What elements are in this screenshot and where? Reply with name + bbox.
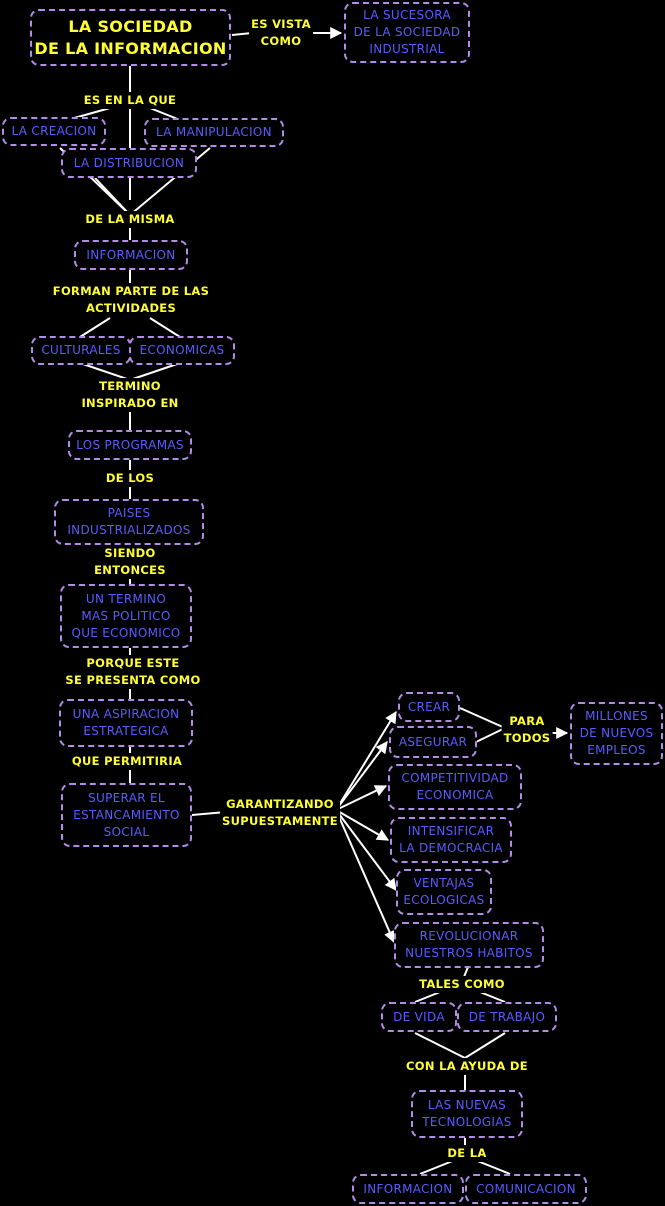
concept-termino[interactable]: UN TERMINO MAS POLITICO QUE ECONOMICO: [60, 584, 192, 648]
concept-comunicacion[interactable]: COMUNICACION: [465, 1174, 587, 1204]
concept-asegurar[interactable]: ASEGURAR: [389, 726, 477, 758]
link-garantizando: GARANTIZANDO SUPUESTAMENTE: [220, 796, 340, 830]
concept-crear[interactable]: CREAR: [398, 692, 460, 722]
concept-de-trabajo[interactable]: DE TRABAJO: [457, 1002, 557, 1032]
link-de-la-misma: DE LA MISMA: [83, 211, 177, 228]
concept-distribucion[interactable]: LA DISTRIBUCION: [61, 148, 197, 178]
concept-de-vida[interactable]: DE VIDA: [381, 1002, 457, 1032]
concept-programas[interactable]: LOS PROGRAMAS: [68, 430, 192, 460]
link-termino-inspirado: TERMINO INSPIRADO EN: [79, 378, 181, 412]
link-forman-parte: FORMAN PARTE DE LAS ACTIVIDADES: [50, 283, 212, 317]
concept-culturales[interactable]: CULTURALES: [31, 336, 131, 365]
concept-informacion[interactable]: INFORMACION: [74, 240, 188, 270]
concept-competitividad[interactable]: COMPETITIVIDAD ECONOMICA: [388, 764, 522, 810]
concept-creacion[interactable]: LA CREACION: [2, 117, 106, 146]
concept-informacion-2[interactable]: INFORMACION: [352, 1174, 464, 1204]
link-siendo-entonces: SIENDO ENTONCES: [92, 545, 168, 579]
link-de-la: DE LA: [445, 1145, 489, 1162]
concept-tecnologias[interactable]: LAS NUEVAS TECNOLOGIAS: [411, 1090, 523, 1138]
link-es-vista-como: ES VISTA COMO: [249, 16, 313, 50]
link-es-en-la-que: ES EN LA QUE: [81, 92, 179, 109]
concept-manipulacion[interactable]: LA MANIPULACION: [144, 118, 284, 147]
concept-superar[interactable]: SUPERAR EL ESTANCAMIENTO SOCIAL: [61, 783, 192, 847]
concept-economicas[interactable]: ECONOMICAS: [129, 336, 235, 365]
concept-paises[interactable]: PAISES INDUSTRIALIZADOS: [54, 499, 204, 545]
concept-sucesora[interactable]: LA SUCESORA DE LA SOCIEDAD INDUSTRIAL: [344, 2, 470, 63]
concept-sociedad-informacion[interactable]: LA SOCIEDAD DE LA INFORMACION: [30, 9, 231, 66]
concept-aspiracion[interactable]: UNA ASPIRACION ESTRATEGICA: [59, 699, 193, 747]
link-para-todos: PARA TODOS: [501, 713, 553, 747]
concept-millones[interactable]: MILLONES DE NUEVOS EMPLEOS: [570, 702, 663, 765]
link-porque-este: PORQUE ESTE SE PRESENTA COMO: [63, 655, 203, 689]
link-de-los: DE LOS: [103, 470, 157, 487]
link-con-la-ayuda: CON LA AYUDA DE: [404, 1058, 530, 1075]
concept-revolucionar[interactable]: REVOLUCIONAR NUESTROS HABITOS: [394, 922, 544, 968]
concept-democracia[interactable]: INTENSIFICAR LA DEMOCRACIA: [390, 817, 512, 863]
link-tales-como: TALES COMO: [417, 976, 507, 993]
concept-ventajas[interactable]: VENTAJAS ECOLOGICAS: [396, 869, 492, 915]
link-que-permitiria: QUE PERMITIRIA: [69, 753, 185, 770]
